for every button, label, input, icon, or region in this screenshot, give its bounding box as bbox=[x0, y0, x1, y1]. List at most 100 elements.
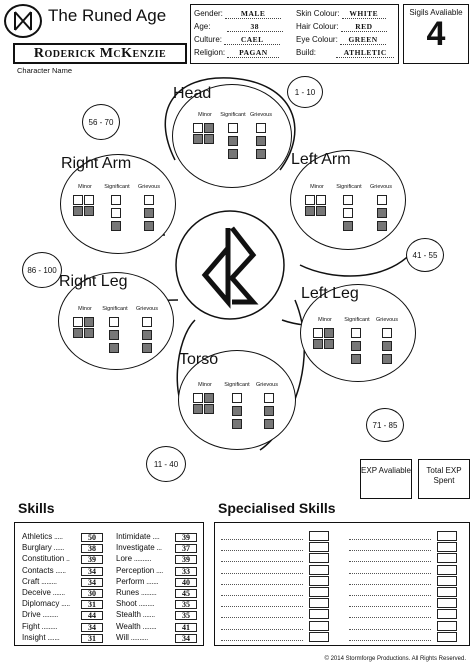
specialised-skill-value-box[interactable] bbox=[437, 564, 457, 575]
skill-value-box[interactable]: 50 bbox=[81, 533, 103, 542]
specialised-skill-line[interactable] bbox=[349, 628, 431, 630]
specialised-skill-line[interactable] bbox=[349, 595, 431, 596]
specialised-skill-value-box[interactable] bbox=[437, 531, 457, 541]
build-value[interactable]: ATHLETIC bbox=[336, 48, 395, 58]
left-leg-minor-box[interactable] bbox=[313, 339, 323, 349]
skill-value-box[interactable]: 35 bbox=[175, 611, 197, 621]
specialised-skill-value-box[interactable] bbox=[437, 553, 457, 564]
left-arm-grievous-box[interactable] bbox=[377, 208, 387, 218]
right-leg-significant-box[interactable] bbox=[109, 343, 119, 353]
specialised-skill-line[interactable] bbox=[349, 583, 431, 585]
specialised-skill-line[interactable] bbox=[349, 617, 431, 619]
torso-significant-box[interactable] bbox=[232, 406, 242, 416]
head-significant-box[interactable] bbox=[228, 123, 238, 133]
right-arm-minor-box[interactable] bbox=[73, 195, 83, 205]
right-arm-grievous-box[interactable] bbox=[144, 208, 154, 218]
eye-colour-value[interactable]: GREEN bbox=[340, 35, 387, 45]
skill-value-box[interactable]: 34 bbox=[81, 577, 103, 587]
specialised-skill-line[interactable] bbox=[221, 583, 303, 585]
specialised-skill-value-box[interactable] bbox=[437, 542, 457, 553]
skill-value-box[interactable]: 34 bbox=[175, 633, 197, 643]
right-arm-significant-box[interactable] bbox=[111, 221, 121, 231]
head-minor-box[interactable] bbox=[204, 123, 214, 133]
right-arm-grievous-box[interactable] bbox=[144, 195, 154, 205]
specialised-skill-line[interactable] bbox=[221, 628, 303, 630]
specialised-skill-value-box[interactable] bbox=[437, 609, 457, 620]
head-grievous-box[interactable] bbox=[256, 123, 266, 133]
specialised-skill-line[interactable] bbox=[349, 639, 431, 641]
specialised-skill-value-box[interactable] bbox=[309, 531, 329, 541]
specialised-skill-value-box[interactable] bbox=[309, 620, 329, 631]
left-leg-grievous-box[interactable] bbox=[382, 341, 392, 351]
left-arm-minor-box[interactable] bbox=[305, 206, 315, 216]
specialised-skill-value-box[interactable] bbox=[437, 598, 457, 609]
specialised-skill-value-box[interactable] bbox=[437, 620, 457, 631]
skill-value-box[interactable]: 37 bbox=[175, 544, 197, 554]
torso-minor-box[interactable] bbox=[204, 393, 214, 403]
torso-significant-box[interactable] bbox=[232, 419, 242, 429]
head-grievous-box[interactable] bbox=[256, 149, 266, 159]
right-arm-minor-box[interactable] bbox=[73, 206, 83, 216]
right-arm-minor-box[interactable] bbox=[84, 195, 94, 205]
left-leg-minor-box[interactable] bbox=[324, 328, 334, 338]
left-leg-grievous-box[interactable] bbox=[382, 354, 392, 364]
gender-value[interactable]: MALE bbox=[225, 9, 282, 19]
right-arm-significant-box[interactable] bbox=[111, 195, 121, 205]
right-arm-grievous-box[interactable] bbox=[144, 221, 154, 231]
specialised-skill-value-box[interactable] bbox=[309, 553, 329, 564]
hair-colour-value[interactable]: RED bbox=[340, 22, 387, 32]
right-leg-grievous-box[interactable] bbox=[142, 343, 152, 353]
skill-value-box[interactable]: 40 bbox=[175, 577, 197, 587]
specialised-skill-line[interactable] bbox=[221, 561, 303, 563]
specialised-skill-value-box[interactable] bbox=[309, 575, 329, 586]
head-minor-box[interactable] bbox=[193, 134, 203, 144]
skin-colour-value[interactable]: WHITE bbox=[341, 9, 386, 19]
specialised-skill-line[interactable] bbox=[349, 539, 431, 540]
age-value[interactable]: 38 bbox=[226, 22, 283, 32]
culture-value[interactable]: CAEL bbox=[224, 35, 281, 45]
left-arm-grievous-box[interactable] bbox=[377, 195, 387, 205]
specialised-skill-value-box[interactable] bbox=[437, 587, 457, 597]
specialised-skill-line[interactable] bbox=[221, 539, 303, 540]
torso-grievous-box[interactable] bbox=[264, 419, 274, 429]
skill-value-box[interactable]: 41 bbox=[175, 622, 197, 632]
specialised-skill-line[interactable] bbox=[221, 617, 303, 619]
left-arm-significant-box[interactable] bbox=[343, 195, 353, 205]
right-leg-minor-box[interactable] bbox=[73, 328, 83, 338]
skill-value-box[interactable]: 34 bbox=[81, 566, 103, 576]
specialised-skill-line[interactable] bbox=[349, 606, 431, 608]
left-leg-minor-box[interactable] bbox=[313, 328, 323, 338]
religion-value[interactable]: PAGAN bbox=[227, 48, 280, 58]
skill-value-box[interactable]: 38 bbox=[81, 544, 103, 554]
character-name-field[interactable]: Roderick McKenzie bbox=[13, 43, 187, 64]
right-arm-significant-box[interactable] bbox=[111, 208, 121, 218]
skill-value-box[interactable]: 31 bbox=[81, 633, 103, 643]
right-leg-minor-box[interactable] bbox=[84, 317, 94, 327]
specialised-skill-value-box[interactable] bbox=[309, 542, 329, 553]
right-leg-significant-box[interactable] bbox=[109, 317, 119, 327]
specialised-skill-line[interactable] bbox=[349, 572, 431, 574]
specialised-skill-value-box[interactable] bbox=[309, 598, 329, 609]
skill-value-box[interactable]: 39 bbox=[81, 555, 103, 565]
exp-available-box[interactable]: EXP Avaliable bbox=[360, 459, 412, 499]
specialised-skill-line[interactable] bbox=[349, 550, 431, 552]
specialised-skill-value-box[interactable] bbox=[437, 631, 457, 642]
specialised-skill-value-box[interactable] bbox=[309, 631, 329, 642]
head-grievous-box[interactable] bbox=[256, 136, 266, 146]
specialised-skill-value-box[interactable] bbox=[309, 609, 329, 620]
right-leg-significant-box[interactable] bbox=[109, 330, 119, 340]
left-arm-minor-box[interactable] bbox=[305, 195, 315, 205]
left-leg-significant-box[interactable] bbox=[351, 341, 361, 351]
torso-minor-box[interactable] bbox=[193, 393, 203, 403]
torso-minor-box[interactable] bbox=[204, 404, 214, 414]
head-minor-box[interactable] bbox=[204, 134, 214, 144]
specialised-skill-line[interactable] bbox=[221, 595, 303, 596]
torso-minor-box[interactable] bbox=[193, 404, 203, 414]
skill-value-box[interactable]: 31 bbox=[81, 600, 103, 610]
skill-value-box[interactable]: 30 bbox=[81, 589, 103, 598]
specialised-skill-line[interactable] bbox=[221, 639, 303, 641]
skill-value-box[interactable]: 35 bbox=[175, 600, 197, 610]
left-arm-significant-box[interactable] bbox=[343, 208, 353, 218]
specialised-skill-line[interactable] bbox=[221, 606, 303, 608]
total-exp-spent-box[interactable]: Total EXP Spent bbox=[418, 459, 470, 499]
